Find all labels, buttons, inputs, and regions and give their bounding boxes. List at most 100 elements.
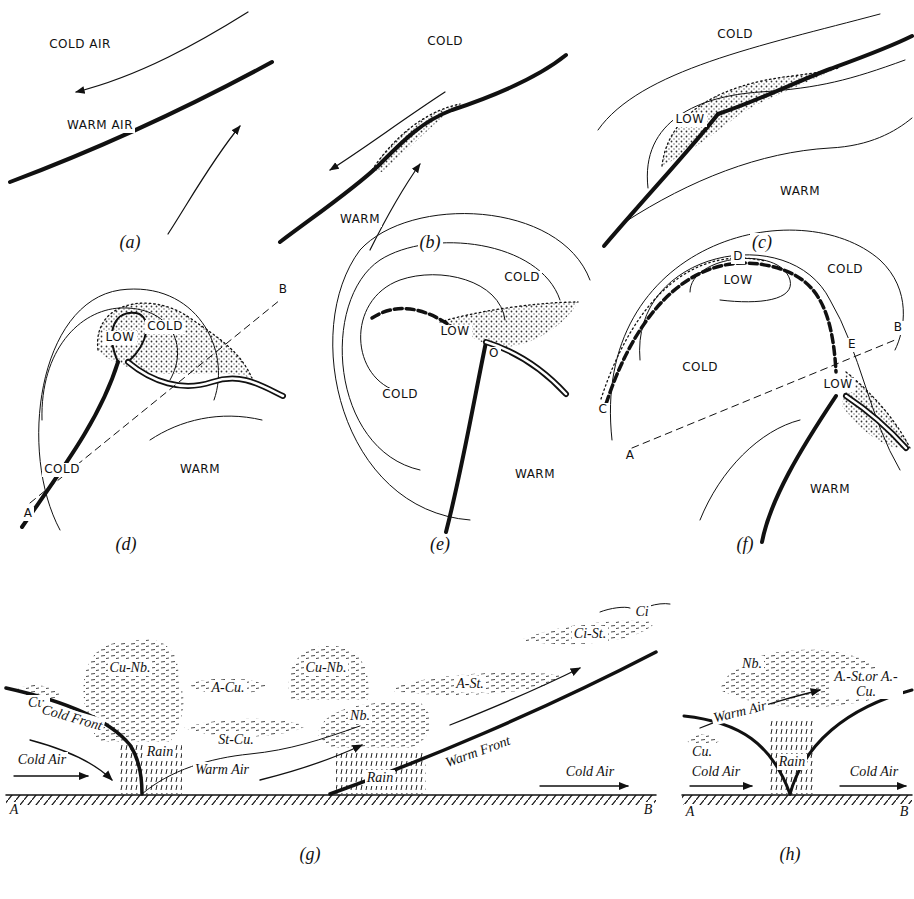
map-label: WARM AIR bbox=[65, 119, 135, 132]
panel-letter: (d) bbox=[114, 535, 139, 555]
map-label: Cu-Nb. bbox=[304, 660, 349, 675]
map-label: St-Cu. bbox=[216, 732, 255, 747]
drawing-stroke bbox=[700, 420, 800, 520]
drawing-stroke bbox=[700, 690, 820, 728]
drawing-stroke bbox=[76, 12, 248, 92]
drawing-stroke bbox=[330, 92, 445, 170]
map-label: Rain bbox=[365, 770, 395, 785]
drawing-stroke bbox=[718, 36, 912, 114]
drawing-stroke bbox=[601, 258, 765, 399]
drawing-stroke bbox=[606, 263, 836, 404]
map-label: Cold Air bbox=[848, 764, 900, 779]
drawing-stroke bbox=[39, 289, 219, 530]
drawing-stroke bbox=[598, 14, 880, 130]
drawing-stroke bbox=[280, 55, 566, 242]
map-label: A bbox=[22, 507, 35, 520]
map-label: COLD bbox=[42, 463, 82, 476]
drawing-stroke bbox=[486, 342, 566, 394]
map-label: LOW bbox=[721, 274, 754, 287]
map-label: COLD bbox=[502, 271, 542, 284]
drawing-stroke bbox=[370, 164, 420, 250]
drawing-stroke bbox=[846, 396, 906, 448]
map-label: LOW bbox=[673, 113, 706, 126]
map-label: Ci bbox=[633, 604, 650, 619]
panel-letter: (a) bbox=[118, 233, 143, 253]
drawing-stroke bbox=[446, 342, 486, 532]
map-label: A bbox=[624, 449, 637, 462]
drawing-stroke bbox=[128, 362, 283, 396]
map-label: B bbox=[277, 283, 290, 296]
drawing-stroke bbox=[6, 12, 912, 805]
drawing-stroke bbox=[150, 416, 262, 440]
map-label: LOW bbox=[103, 331, 136, 344]
map-label: WARM bbox=[513, 468, 557, 481]
drawing-stroke bbox=[168, 126, 240, 234]
panel-letter: (f) bbox=[735, 535, 756, 555]
drawing-stroke bbox=[318, 702, 431, 748]
drawing-stroke bbox=[486, 342, 566, 394]
drawing-stroke bbox=[682, 795, 912, 805]
map-label: COLD AIR bbox=[47, 38, 113, 51]
map-label: LOW bbox=[438, 325, 471, 338]
map-label: Warm Front bbox=[442, 732, 515, 771]
panel-letter: (b) bbox=[418, 233, 443, 253]
drawing-stroke bbox=[260, 745, 362, 780]
map-label: Cu-Nb. bbox=[108, 660, 153, 675]
drawing-stroke bbox=[361, 275, 505, 392]
map-label: COLD bbox=[715, 28, 755, 41]
map-label: COLD bbox=[380, 388, 420, 401]
drawing-stroke bbox=[6, 795, 656, 805]
drawing-stroke bbox=[540, 785, 628, 786]
map-label: D bbox=[731, 250, 745, 263]
drawing-stroke bbox=[6, 688, 142, 794]
drawing-stroke bbox=[762, 396, 836, 542]
map-label: A-St. bbox=[454, 676, 486, 691]
map-label: E bbox=[846, 338, 858, 351]
drawing-stroke bbox=[450, 668, 580, 725]
panel-letter: (e) bbox=[428, 535, 452, 555]
drawing-stroke bbox=[790, 690, 912, 794]
drawing-stroke bbox=[840, 785, 906, 786]
map-label: A-Cu. bbox=[209, 680, 246, 695]
map-label: Nb. bbox=[348, 708, 372, 723]
drawing-stroke bbox=[846, 372, 910, 448]
map-label: WARM bbox=[778, 185, 822, 198]
map-label: B bbox=[898, 804, 911, 819]
map-label: COLD bbox=[680, 361, 720, 374]
drawing-stroke bbox=[289, 646, 369, 700]
drawing-stroke bbox=[128, 362, 283, 396]
map-label: Nb. bbox=[740, 656, 764, 671]
map-label: Rain bbox=[145, 744, 175, 759]
map-label: A bbox=[684, 804, 697, 819]
drawing-stroke bbox=[440, 302, 578, 322]
map-label: Cold Air bbox=[690, 764, 742, 779]
map-label: Cold Air bbox=[564, 764, 616, 779]
map-label: Cold Air bbox=[16, 752, 68, 767]
map-label: Ci-St. bbox=[572, 626, 608, 641]
drawing-stroke bbox=[30, 300, 280, 503]
map-label: A bbox=[8, 802, 21, 817]
drawing-stroke bbox=[520, 621, 656, 645]
map-label: O bbox=[487, 347, 501, 360]
drawing-stroke bbox=[10, 62, 272, 182]
map-label: B bbox=[642, 802, 655, 817]
drawing-stroke bbox=[98, 303, 252, 378]
map-label: WARM bbox=[808, 483, 852, 496]
drawing-stroke bbox=[98, 303, 252, 378]
drawing-stroke bbox=[14, 775, 88, 776]
map-label: B bbox=[892, 321, 905, 334]
map-label: COLD bbox=[145, 320, 185, 333]
map-label: Warm Air bbox=[193, 762, 251, 777]
map-label: C bbox=[597, 403, 610, 416]
drawing-stroke bbox=[690, 785, 752, 786]
map-label: COLD bbox=[825, 263, 865, 276]
map-label: WARM bbox=[178, 463, 222, 476]
map-label: WARM bbox=[338, 213, 382, 226]
drawing-stroke bbox=[604, 114, 718, 246]
map-label: Rain bbox=[777, 754, 807, 769]
panel-letter: (h) bbox=[778, 845, 803, 865]
map-label: A.-St.or A.-Cu. bbox=[829, 669, 903, 700]
map-label: LOW bbox=[821, 378, 854, 391]
drawing-stroke bbox=[330, 652, 656, 794]
